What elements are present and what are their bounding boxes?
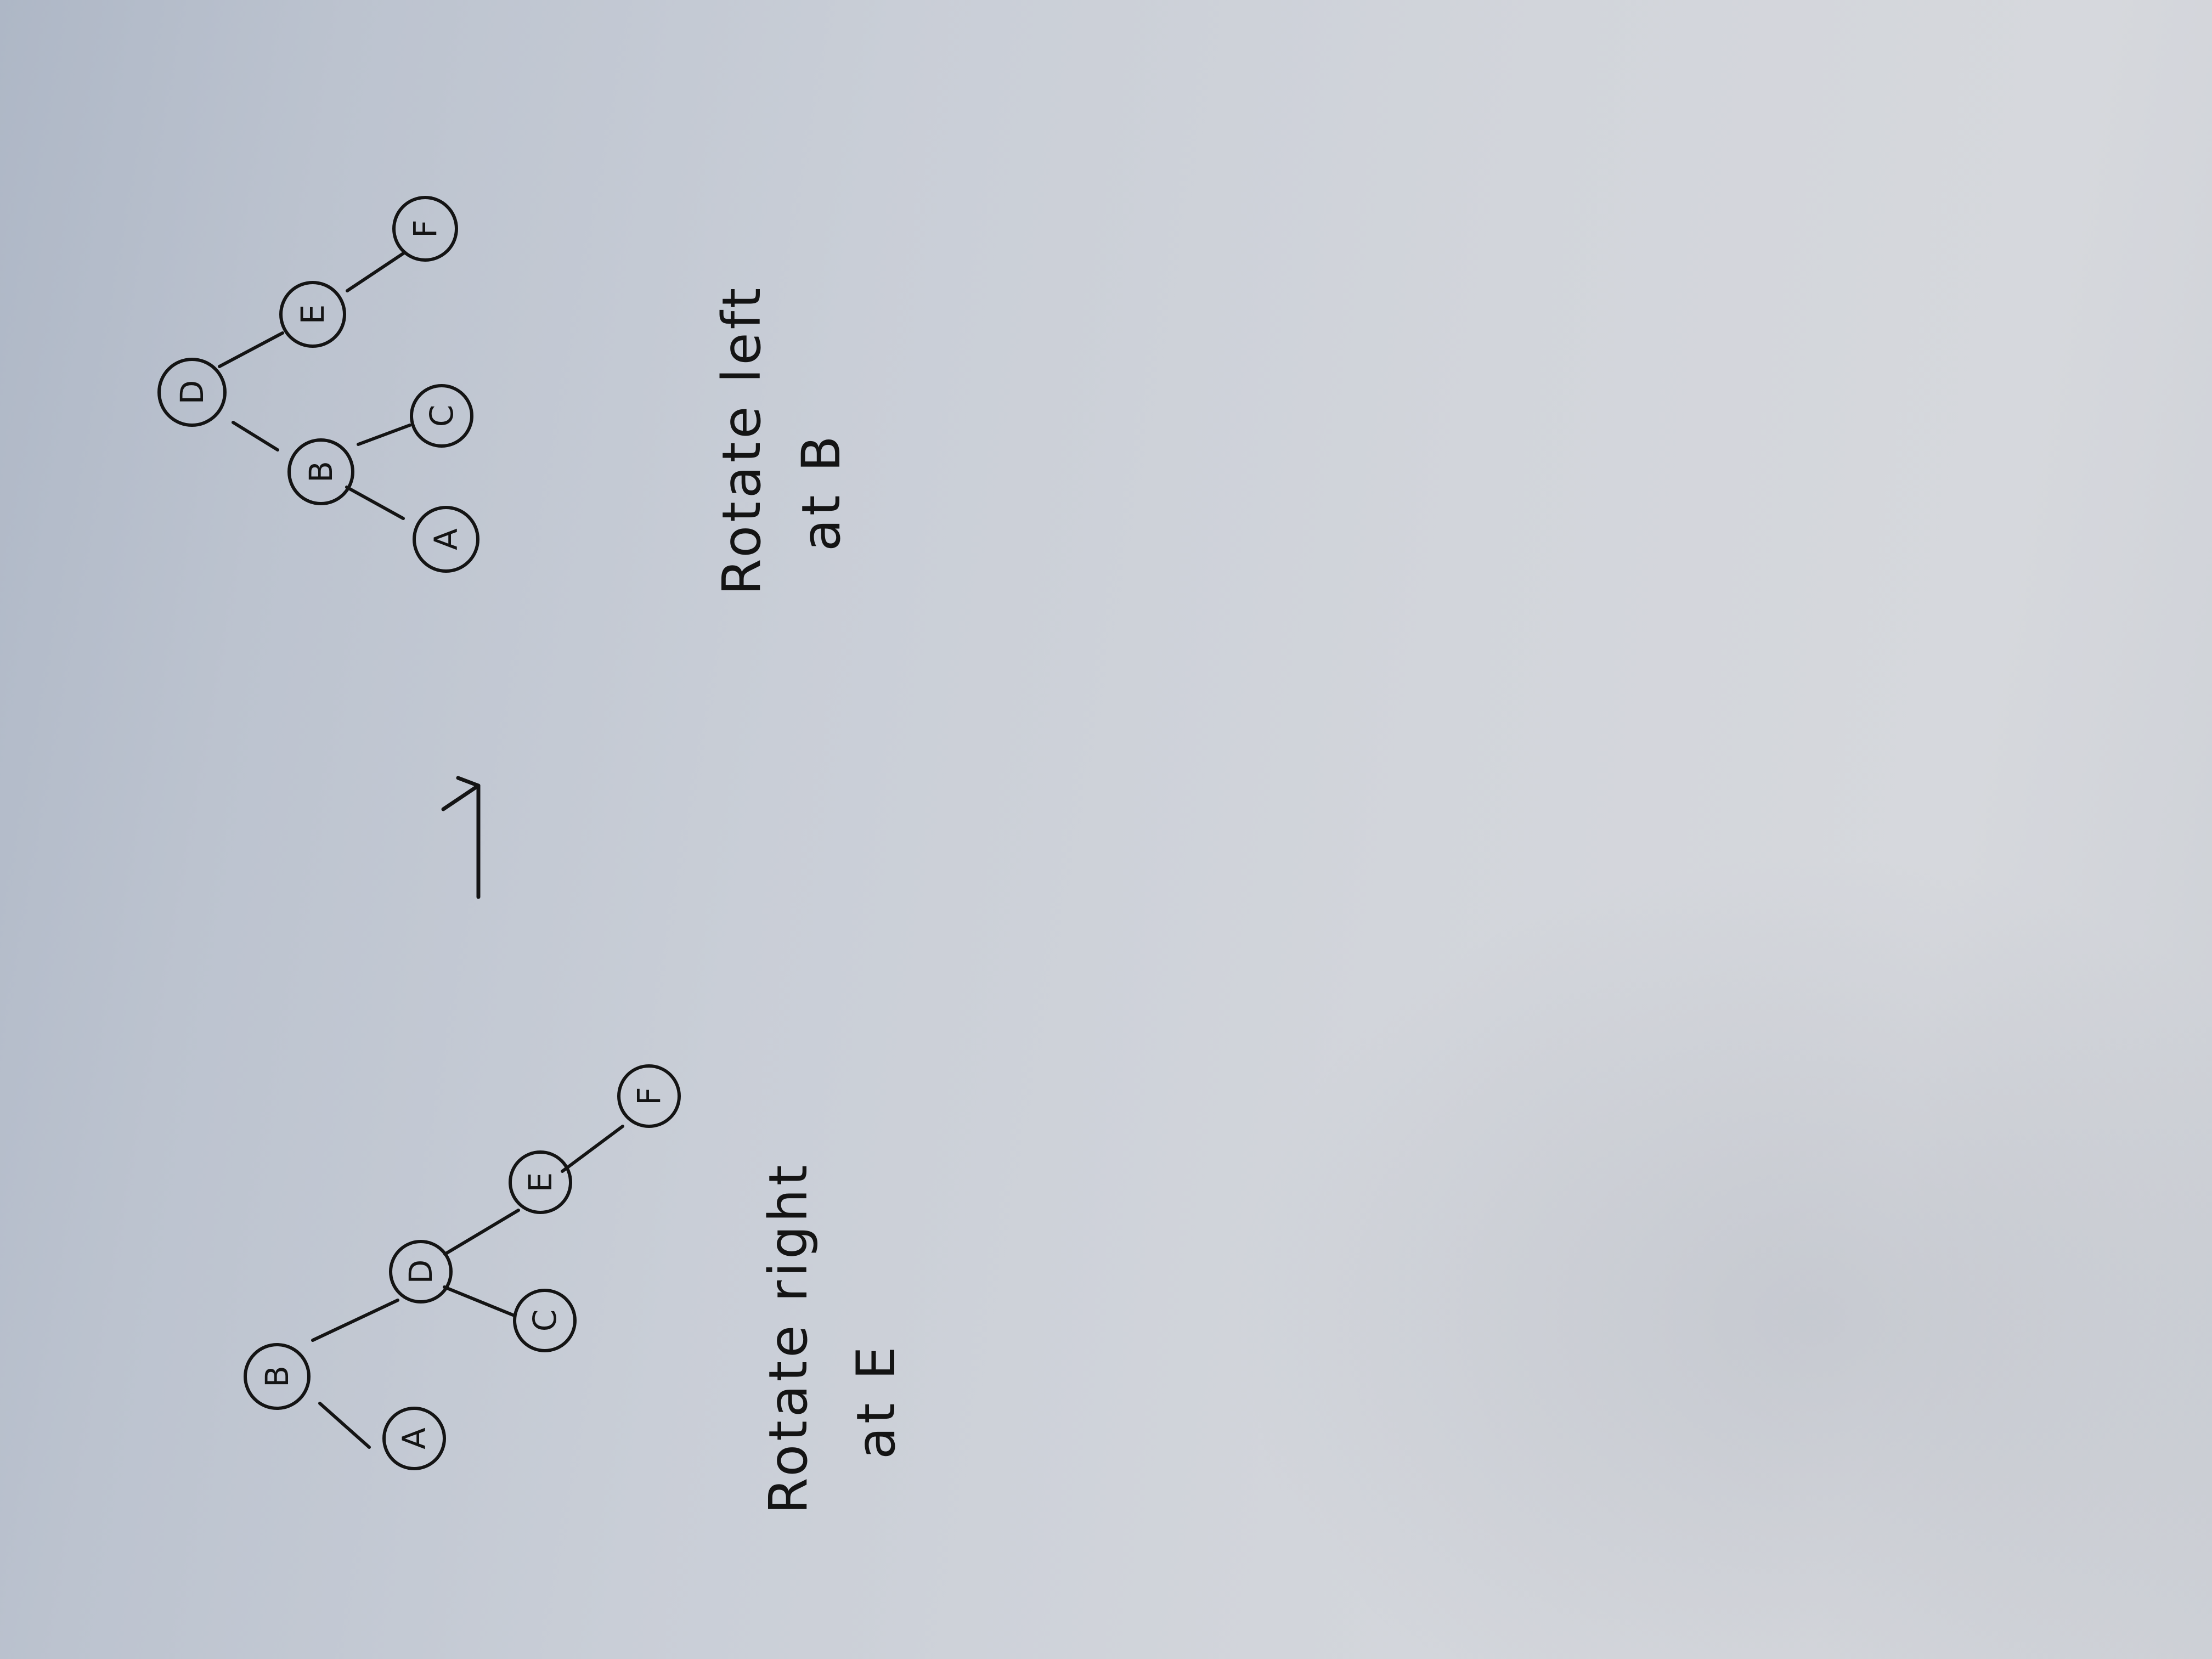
edge-B-A <box>345 486 405 520</box>
node-label: B <box>258 1365 296 1387</box>
node-label: D <box>173 380 211 405</box>
node-label: D <box>402 1260 439 1284</box>
node-C: C <box>513 1289 577 1352</box>
tree-left: B A D C E F <box>244 1064 681 1470</box>
node-label: A <box>396 1427 433 1449</box>
edge-D-B <box>232 421 279 452</box>
node-label: E <box>522 1172 559 1193</box>
node-F: F <box>392 196 458 262</box>
node-label: C <box>423 405 460 427</box>
edge-D-E <box>218 331 284 368</box>
node-D: D <box>157 358 227 427</box>
tree-left-edges <box>311 1125 624 1449</box>
caption-left-line1: Rotate right <box>758 1162 819 1514</box>
caption-right-line2: at B <box>791 432 852 551</box>
node-label: B <box>302 461 340 483</box>
caption-left-line2: at E <box>845 1343 907 1459</box>
edge-B-C <box>357 424 411 446</box>
node-F: F <box>617 1064 681 1128</box>
edge-D-C <box>443 1285 515 1317</box>
node-B: B <box>244 1343 311 1410</box>
edge-E-F <box>561 1125 624 1173</box>
edge-D-E <box>443 1209 520 1256</box>
edge-B-D <box>311 1299 399 1342</box>
edge-E-F <box>346 251 407 292</box>
node-label: C <box>526 1310 563 1332</box>
tree-right: D B A C E F <box>157 196 479 573</box>
tree-right-edges <box>218 251 411 520</box>
node-A: A <box>413 506 479 573</box>
edge-B-A <box>318 1402 371 1449</box>
node-A: A <box>382 1407 446 1470</box>
transform-arrow <box>441 776 481 899</box>
node-label: F <box>407 219 444 238</box>
node-E: E <box>279 281 346 348</box>
node-B: B <box>287 438 354 505</box>
node-label: E <box>294 304 331 325</box>
node-C: C <box>410 384 473 448</box>
node-D: D <box>389 1240 453 1304</box>
node-label: A <box>427 528 465 550</box>
node-E: E <box>509 1150 572 1214</box>
caption-right-line1: Rotate left <box>711 285 772 595</box>
node-label: F <box>630 1087 668 1105</box>
